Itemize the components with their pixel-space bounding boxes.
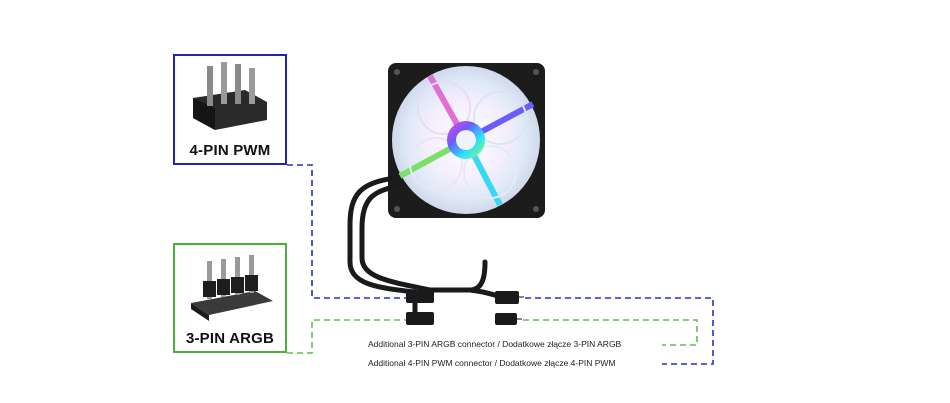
3-pin-header-icon [191,255,273,321]
connectors [406,290,524,325]
pwm-wiring-lines [287,164,714,365]
pwm-connector-plug [406,290,434,303]
extra-pwm-connector [495,291,519,304]
pwm-box-label: 4-PIN PWM [189,142,271,159]
argb-connector-plug [406,312,434,325]
argb-connector-caption: Additional 3-PIN ARGB connector / Dodatk… [368,339,622,349]
argb-box-label: 3-PIN ARGB [185,330,275,347]
argb-wiring-lines [287,319,698,354]
pwm-header-box: 4-PIN PWM [173,54,287,165]
4-pin-header-icon [193,62,267,130]
argb-header-box: 3-PIN ARGB [173,243,287,353]
pwm-connector-caption: Additional 4-PIN PWM connector / Dodatko… [368,358,616,368]
extra-argb-connector [495,313,517,325]
fan-frame [388,63,545,218]
